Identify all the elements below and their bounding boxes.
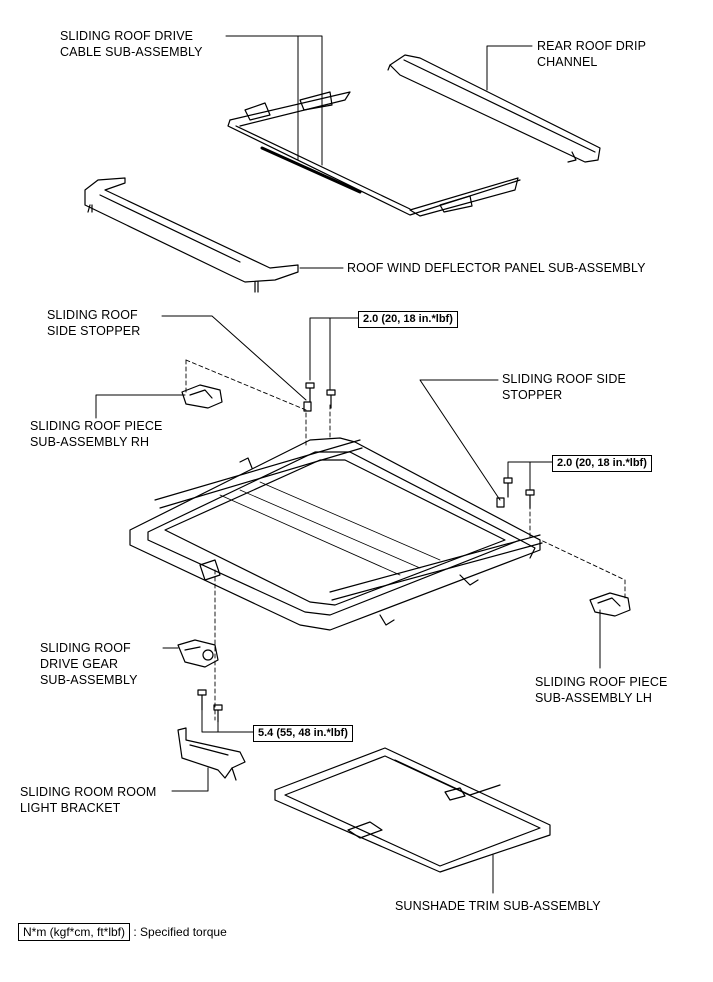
sliding-roof-drive-gear — [177, 639, 219, 668]
torque-legend: N*m (kgf*cm, ft*lbf) : Specified torque — [18, 923, 227, 941]
side-stopper-right — [496, 497, 505, 508]
sliding-roof-piece-rh — [181, 384, 223, 409]
label-drive-cable: SLIDING ROOF DRIVE CABLE SUB-ASSEMBLY — [60, 29, 203, 59]
side-stopper-left — [303, 401, 312, 412]
label-sunshade-trim: SUNSHADE TRIM SUB-ASSEMBLY — [395, 899, 601, 913]
roof-wind-deflector-panel — [84, 177, 299, 293]
leader-lines — [95, 35, 601, 894]
drive-cable-assembly — [227, 91, 521, 217]
bolts — [197, 382, 535, 723]
label-side-stopper-left: SLIDING ROOF SIDE STOPPER — [47, 308, 141, 338]
sunshade-trim — [274, 747, 551, 873]
label-side-stopper-right: SLIDING ROOF SIDE STOPPER — [502, 372, 626, 402]
label-room-light-bracket: SLIDING ROOM ROOM LIGHT BRACKET — [20, 785, 157, 815]
torque-spec-3: 5.4 (55, 48 in.*lbf) — [253, 725, 353, 742]
rear-roof-drip-channel — [387, 54, 601, 163]
torque-spec-2: 2.0 (20, 18 in.*lbf) — [552, 455, 652, 472]
label-wind-deflector: ROOF WIND DEFLECTOR PANEL SUB-ASSEMBLY — [347, 261, 646, 275]
label-rear-roof-drip: REAR ROOF DRIP CHANNEL — [537, 39, 647, 69]
label-drive-gear: SLIDING ROOF DRIVE GEAR SUB-ASSEMBLY — [40, 641, 138, 687]
legend-unit-box: N*m (kgf*cm, ft*lbf) — [18, 923, 131, 941]
sliding-roof-piece-lh — [589, 592, 631, 617]
alignment-lines — [185, 359, 626, 721]
torque-spec-1: 2.0 (20, 18 in.*lbf) — [358, 311, 458, 328]
label-piece-lh: SLIDING ROOF PIECE SUB-ASSEMBLY LH — [535, 675, 668, 705]
sliding-roof-room-light-bracket — [177, 727, 246, 781]
sliding-roof-frame — [129, 437, 543, 631]
legend-text: : Specified torque — [133, 925, 227, 939]
label-piece-rh: SLIDING ROOF PIECE SUB-ASSEMBLY RH — [30, 419, 163, 449]
